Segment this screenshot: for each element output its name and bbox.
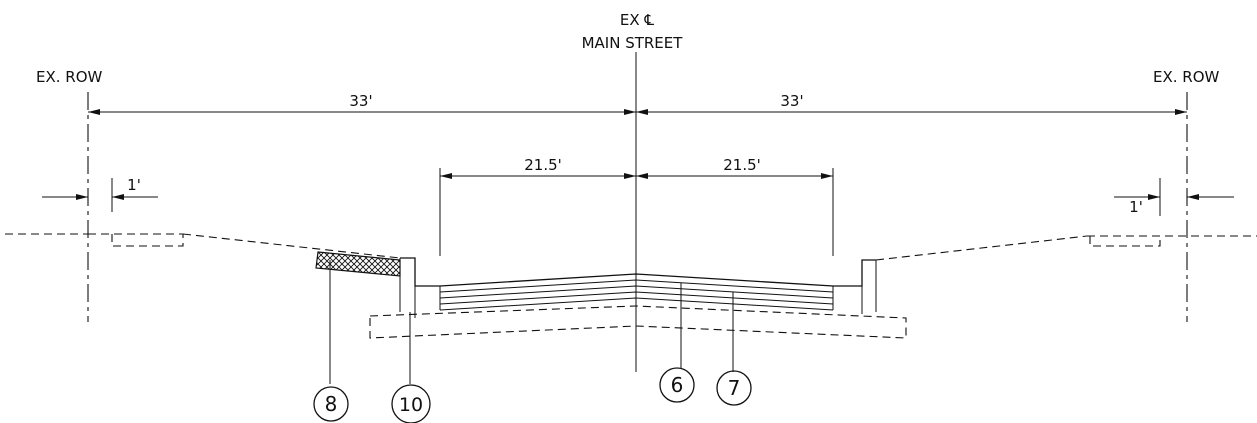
- overall-dimension: [88, 109, 1187, 115]
- hatched-area: [315, 251, 401, 277]
- existing-pavement: [369, 305, 907, 339]
- callout-6: 6: [659, 367, 695, 403]
- offset-dimension-right: [1114, 178, 1234, 216]
- existing-sidewalk-left: [111, 234, 184, 247]
- row-label-right: EX. ROW: [1153, 68, 1220, 86]
- centerline-label: EX ℄: [620, 11, 655, 29]
- curb-left: [400, 257, 440, 287]
- offset-dimension-left: [42, 178, 158, 212]
- existing-ground-line: [5, 233, 1257, 261]
- callout-8: 8: [313, 386, 349, 422]
- lane-dimension-right-label: 21.5': [723, 156, 761, 174]
- callout-10-number: 10: [399, 394, 423, 416]
- overall-dimension-left-label: 33': [349, 92, 372, 110]
- callout-10: 10: [391, 384, 431, 423]
- pavement-layers: [439, 273, 834, 311]
- callout-6-number: 6: [671, 373, 684, 397]
- overall-dimension-right-label: 33': [780, 92, 803, 110]
- callout-7-number: 7: [728, 376, 741, 400]
- street-name-label: MAIN STREET: [582, 34, 684, 52]
- curb-right: [833, 259, 876, 287]
- offset-dimension-left-label: 1': [127, 176, 141, 194]
- existing-sidewalk-right: [1089, 236, 1161, 247]
- offset-dimension-right-label: 1': [1129, 198, 1143, 216]
- row-label-left: EX. ROW: [36, 68, 103, 86]
- callout-8-number: 8: [325, 392, 338, 416]
- lane-dimension-left-label: 21.5': [524, 156, 562, 174]
- callout-7: 7: [716, 370, 752, 406]
- lane-dimension: [439, 168, 834, 256]
